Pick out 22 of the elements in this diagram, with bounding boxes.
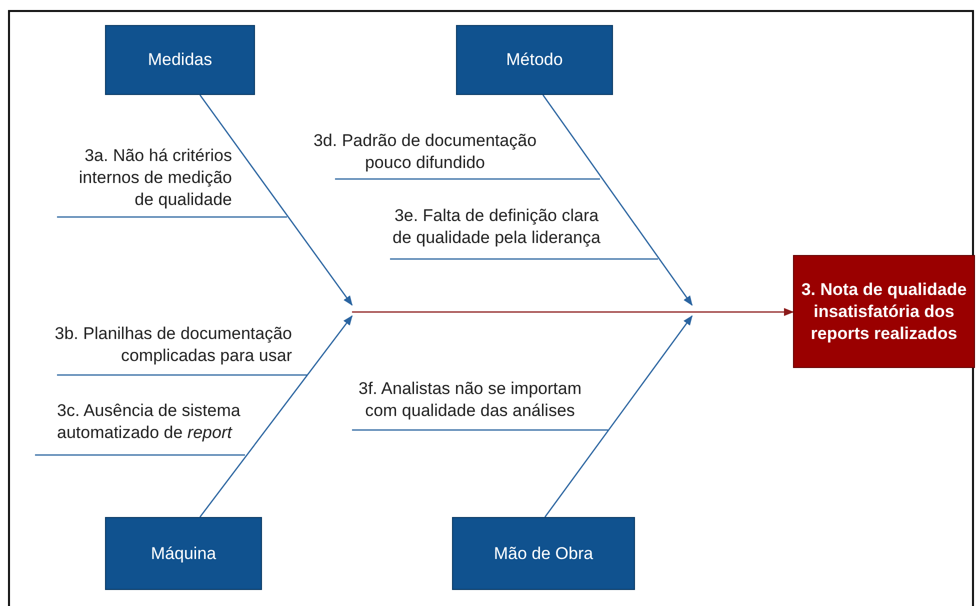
cause-line [57, 216, 287, 218]
arrow [199, 315, 353, 518]
effect-box: 3. Nota de qualidade insatisfatória dos reports realizados [793, 255, 975, 368]
cause-text: 3e. Falta de definição clara de qualidade pela liderança [385, 205, 658, 259]
cause-line [35, 454, 245, 456]
cause-text: 3a. Não há critérios internos de medição de qualidade [57, 145, 287, 217]
category-box: Método [456, 25, 613, 95]
cause-text: 3b. Planilhas de documentação complicadas para usar [30, 323, 307, 375]
arrow [199, 94, 353, 306]
arrow [352, 308, 794, 316]
arrow [544, 315, 693, 518]
cause-line [390, 258, 658, 260]
cause-line [352, 429, 608, 431]
cause-text: 3d. Padrão de documentação pouco difundido [300, 130, 600, 179]
category-box: Máquina [105, 517, 262, 590]
cause-line [57, 374, 307, 376]
cause-text: 3c. Ausência de sistema automatizado de report [35, 400, 245, 455]
cause-line [335, 178, 600, 180]
category-box: Medidas [105, 25, 255, 95]
category-box: Mão de Obra [452, 517, 635, 590]
arrow [542, 94, 693, 306]
cause-text: 3f. Analistas não se importam com qualidade das análises [352, 378, 608, 430]
